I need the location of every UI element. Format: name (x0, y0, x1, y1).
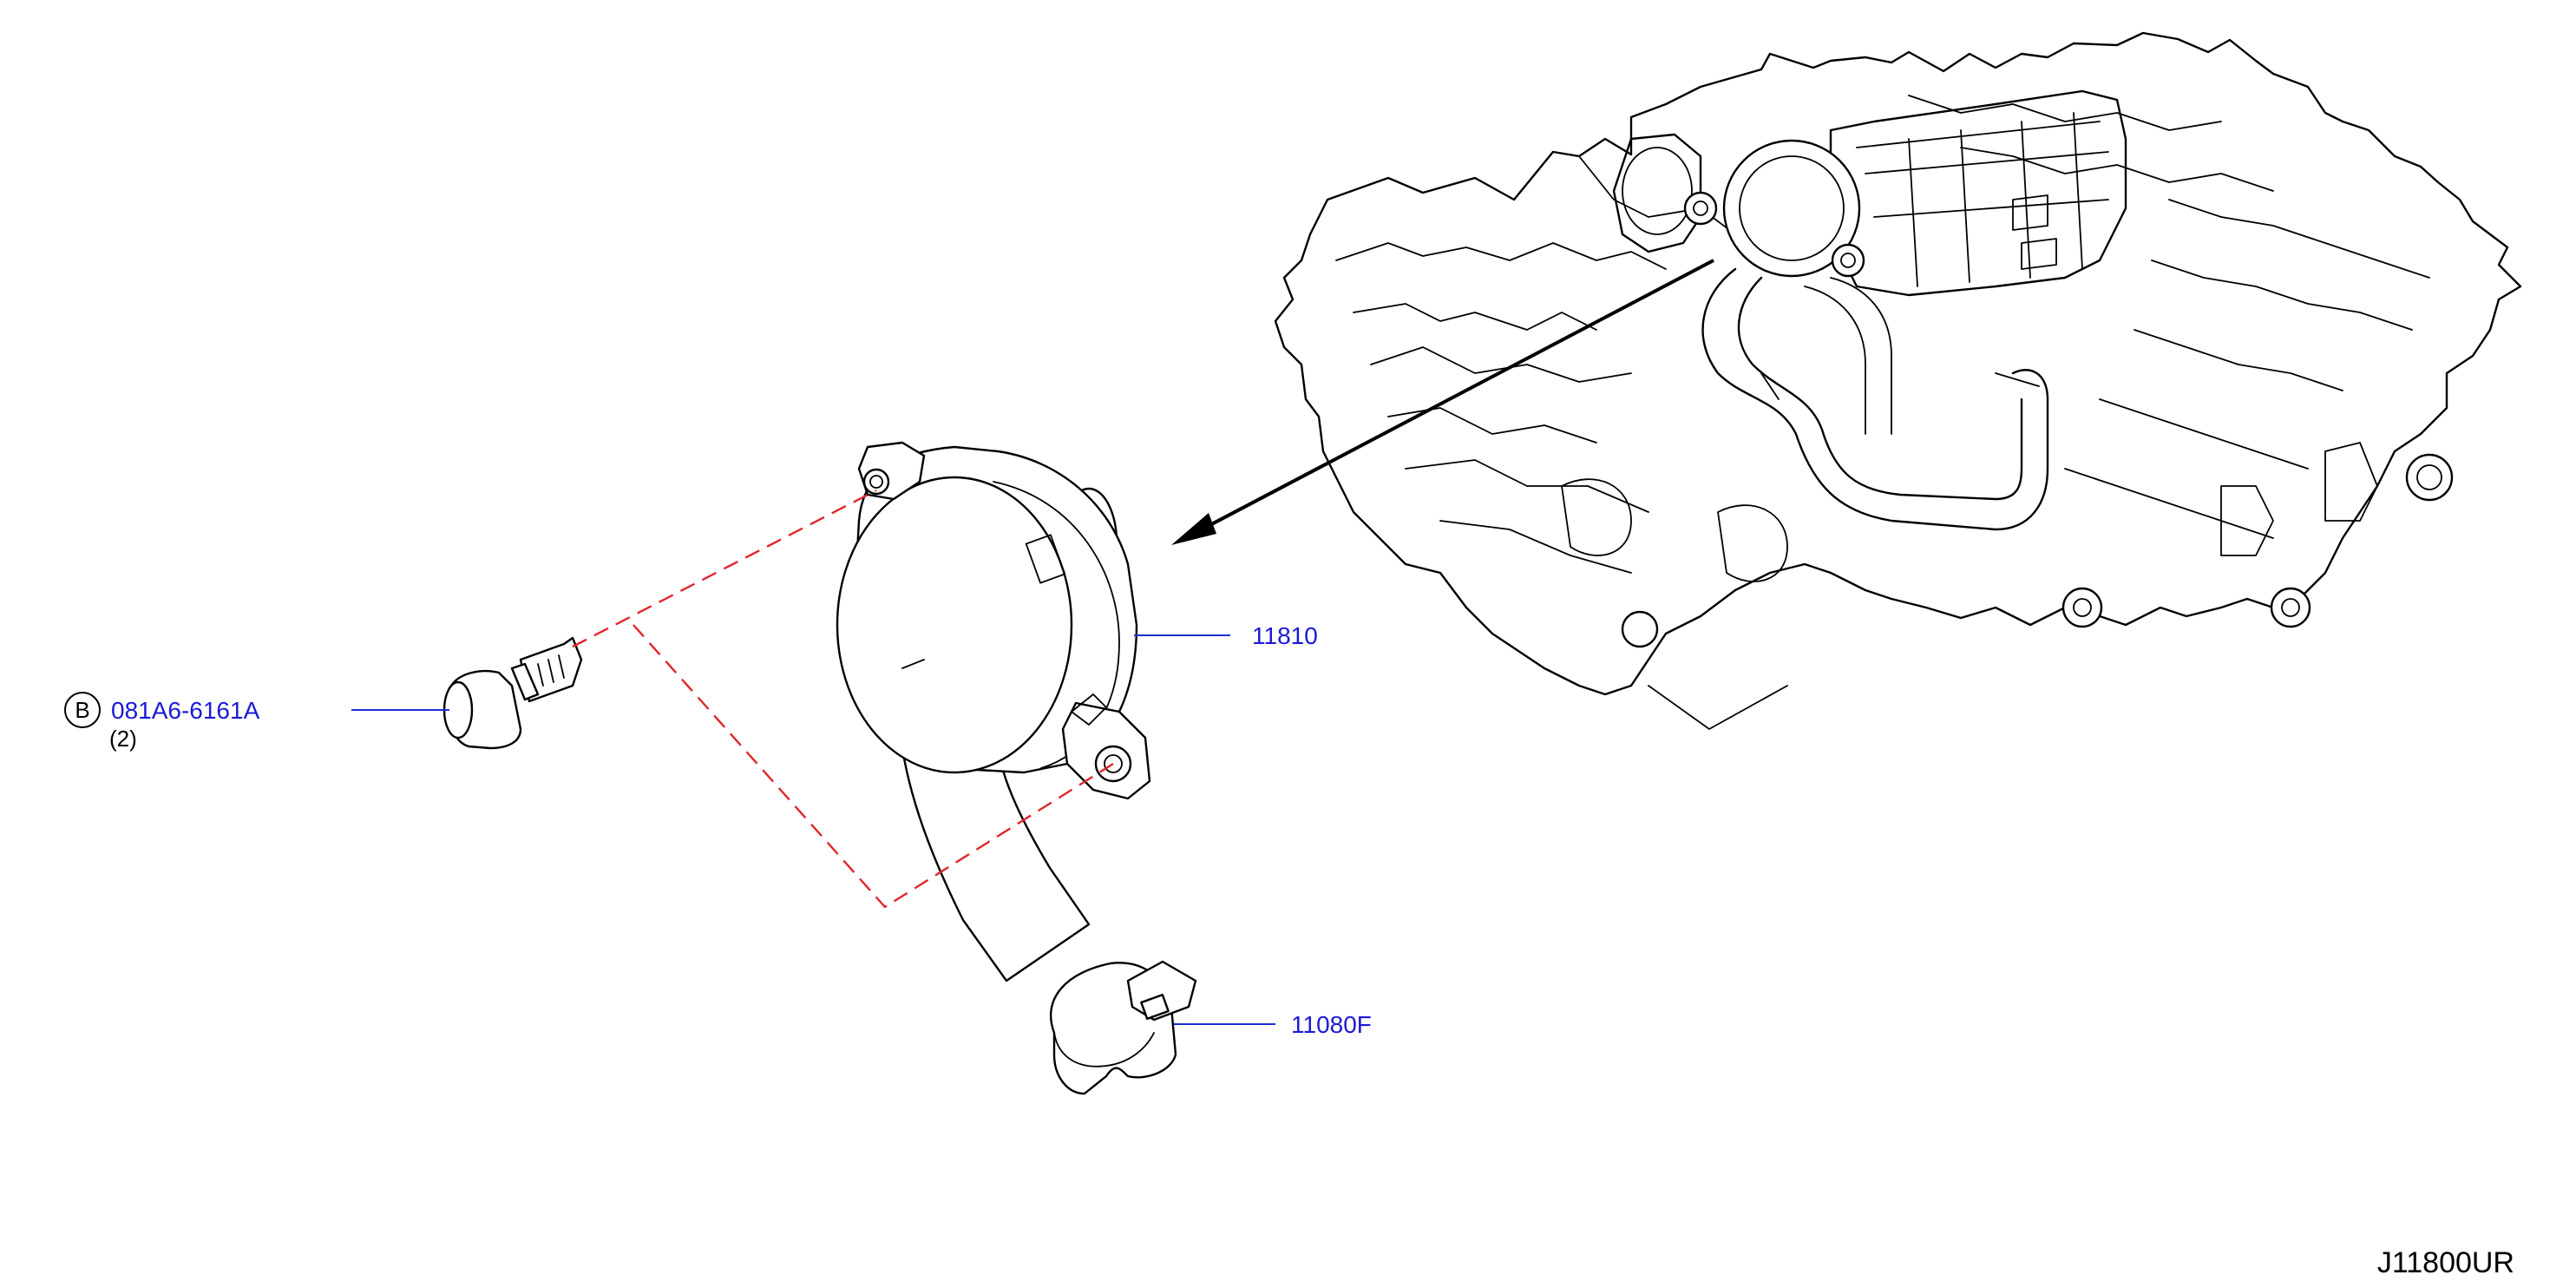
engine-assembly-illustration (1274, 31, 2522, 730)
bolt-part-number-label[interactable]: 081A6-6161A (111, 697, 260, 724)
hose-clamp-part-11080f (1049, 960, 1197, 1095)
bolt-quantity-label: (2) (109, 726, 137, 752)
clamp-part-number-label[interactable]: 11080F (1291, 1011, 1372, 1038)
valve-part-number-label[interactable]: 11810 (1252, 622, 1318, 649)
bolt-callout[interactable]: B 081A6-6161A (2) (64, 692, 260, 752)
bolt-callout-marker-letter: B (75, 697, 89, 723)
bolt-callout-marker (64, 692, 101, 728)
diagram-code: J11800UR (2377, 1246, 2514, 1279)
bolt-part-081a6-6161a (442, 636, 583, 750)
install-direction-arrow (1171, 259, 1714, 545)
assembly-dashed-lines (572, 489, 1114, 909)
pcv-valve-part-11810 (836, 441, 1151, 982)
